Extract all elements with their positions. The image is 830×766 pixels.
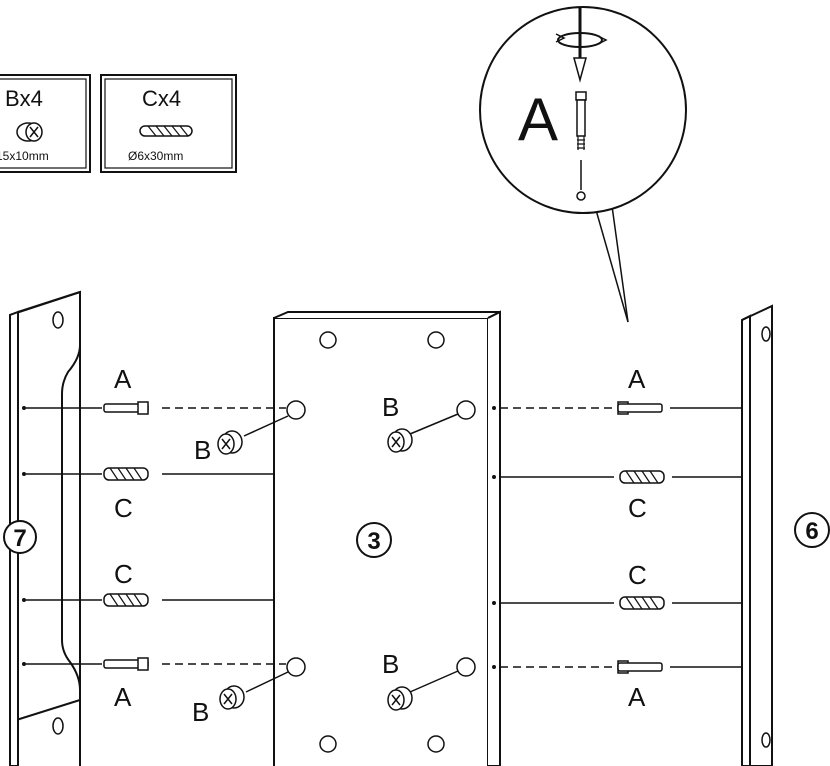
label-c: C	[114, 493, 133, 523]
connector-bolt-icon	[103, 657, 149, 671]
connector-bolt-icon	[575, 91, 587, 150]
hardware-right: A C C A	[492, 364, 742, 712]
label-b: B	[194, 435, 211, 465]
label-a: A	[114, 364, 132, 394]
cam-lock-icon	[219, 685, 245, 710]
label-c: C	[628, 493, 647, 523]
panel-number-right: 6	[794, 512, 830, 548]
cam-lock-icon	[387, 428, 413, 453]
label-b: B	[382, 649, 399, 679]
screwdriver-icon	[555, 8, 608, 83]
connector-bolt-icon	[617, 401, 663, 415]
svg-text:7: 7	[13, 525, 26, 552]
wooden-dowel-icon	[139, 125, 193, 137]
parts-legend: Bx4 15x10mm Cx4 Ø6x30mm	[0, 74, 237, 173]
part-box-b-title: Bx4	[5, 86, 43, 111]
panel-left: 7	[3, 290, 81, 766]
cam-lock-icon	[16, 122, 43, 142]
label-c: C	[114, 559, 133, 589]
detail-callout: A	[479, 6, 687, 323]
cam-lock-icon	[217, 430, 243, 455]
part-box-c-title: Cx4	[142, 86, 181, 111]
label-a: A	[114, 682, 132, 712]
panel-number-center: 3	[356, 522, 392, 558]
hardware-left: A C C A	[22, 364, 286, 712]
connector-bolt-icon	[617, 660, 663, 674]
connector-bolt-icon	[103, 401, 149, 415]
panel-center: 3	[273, 310, 501, 766]
wooden-dowel-icon	[619, 470, 665, 484]
cam-lock-icon	[387, 686, 413, 711]
label-b: B	[192, 697, 209, 727]
panel-right: 6	[741, 304, 830, 766]
svg-text:3: 3	[367, 528, 380, 555]
wooden-dowel-icon	[619, 596, 665, 610]
wooden-dowel-icon	[103, 593, 149, 607]
detail-letter: A	[518, 86, 558, 153]
panel-number-left: 7	[3, 520, 37, 554]
hardware-center: B B B B	[192, 392, 459, 727]
label-a: A	[628, 364, 646, 394]
label-c: C	[628, 560, 647, 590]
svg-text:6: 6	[805, 518, 818, 545]
part-box-c: Cx4 Ø6x30mm	[100, 74, 237, 173]
part-box-b-size: 15x10mm	[0, 149, 49, 163]
part-box-c-size: Ø6x30mm	[128, 149, 183, 163]
label-a: A	[628, 682, 646, 712]
label-b: B	[382, 392, 399, 422]
part-box-b: Bx4 15x10mm	[0, 74, 91, 173]
wooden-dowel-icon	[103, 467, 149, 481]
